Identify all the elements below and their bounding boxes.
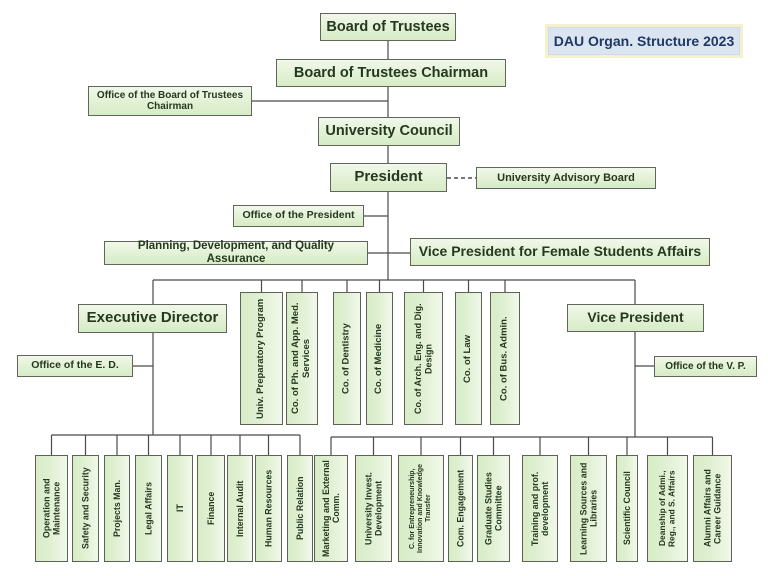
node-dept-deanship-admi-reg: Deanship of Admi., Reg., and S. Affairs bbox=[647, 455, 688, 562]
node-dept-human-resources: Human Resources bbox=[255, 455, 282, 562]
node-office-of-the-president: Office of the President bbox=[233, 205, 364, 227]
node-vice-president: Vice President bbox=[567, 304, 704, 332]
node-dept-learning-sources: Learning Sources and Libraries bbox=[570, 455, 607, 562]
node-dept-projects-man: Projects Man. bbox=[104, 455, 130, 562]
node-college-bus-admin: Co. of Bus. Admin. bbox=[490, 292, 520, 425]
node-dept-university-invest: University Invest. Development bbox=[355, 455, 392, 562]
node-dept-it: IT bbox=[167, 455, 193, 562]
node-planning-development-qa: Planning, Development, and Quality Assur… bbox=[104, 240, 368, 265]
node-dept-entrepreneurship-center: C. for Entrepreneurship, Innovation and … bbox=[398, 455, 444, 562]
node-dept-training-prof-dev: Training and prof. development bbox=[522, 455, 558, 562]
node-dept-public-relation: Public Relation bbox=[287, 455, 313, 562]
node-dept-internal-audit: Internal Audit bbox=[227, 455, 253, 562]
node-office-board-chairman: Office of the Board of Trustees Chairman bbox=[88, 86, 252, 116]
node-dept-marketing-external-comm: Marketing and External Comm. bbox=[314, 455, 348, 562]
node-university-council: University Council bbox=[318, 117, 460, 146]
node-president: President bbox=[330, 163, 447, 192]
node-dept-com-engagement: Com. Engagement bbox=[448, 455, 473, 562]
node-office-of-the-ed: Office of the E. D. bbox=[17, 355, 133, 377]
node-college-univ-preparatory: Univ. Preparatory Program bbox=[240, 292, 283, 425]
node-dept-operation-maintenance: Operation and Maintenance bbox=[35, 455, 68, 562]
node-board-chairman: Board of Trustees Chairman bbox=[276, 59, 506, 87]
node-dept-alumni-affairs: Alumni Affairs and Career Guidance bbox=[693, 455, 732, 562]
node-college-arch-eng-design: Co. of Arch. Eng. and Dig. Design bbox=[404, 292, 443, 425]
node-university-advisory-board: University Advisory Board bbox=[476, 167, 656, 189]
node-dept-finance: Finance bbox=[197, 455, 225, 562]
node-college-pharm-app-med: Co. of Ph. and App. Med. Services bbox=[286, 292, 318, 425]
node-dept-legal-affairs: Legal Affairs bbox=[135, 455, 162, 562]
chart-title-badge: DAU Organ. Structure 2023 bbox=[548, 27, 740, 55]
node-dept-safety-security: Safety and Security bbox=[72, 455, 99, 562]
node-college-law: Co. of Law bbox=[455, 292, 482, 425]
node-executive-director: Executive Director bbox=[78, 304, 227, 333]
node-college-medicine: Co. of Medicine bbox=[366, 292, 393, 425]
node-dept-graduate-studies: Graduate Studies Committee bbox=[477, 455, 510, 562]
node-office-of-the-vp: Office of the V. P. bbox=[654, 356, 757, 377]
node-board-of-trustees: Board of Trustees bbox=[320, 13, 456, 41]
node-dept-scientific-council: Scientific Council bbox=[616, 455, 638, 562]
node-college-dentistry: Co. of Dentistry bbox=[333, 292, 361, 425]
node-vp-female-students: Vice President for Female Students Affai… bbox=[410, 238, 710, 266]
